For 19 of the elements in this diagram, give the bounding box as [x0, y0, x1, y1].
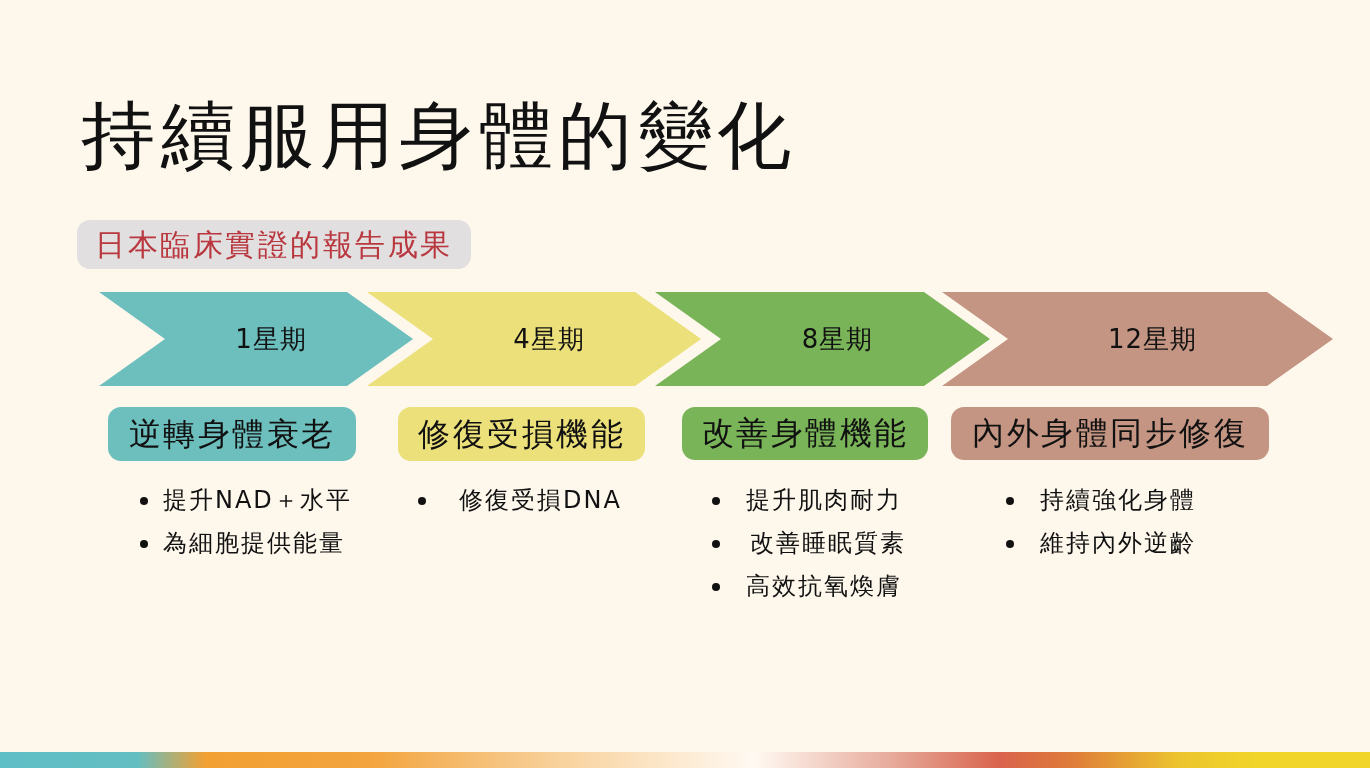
- chevron-banner: 4星期: [367, 292, 701, 386]
- chevron-banner: 8星期: [655, 292, 990, 386]
- title: 持續服用身體的變化: [81, 92, 797, 178]
- subtitle-tag: 日本臨床實證的報告成果: [77, 220, 471, 269]
- list-text: 提升NAD＋水平: [163, 485, 352, 516]
- list-text: 提升肌肉耐力: [746, 485, 902, 516]
- heading-pill: 逆轉身體衰老: [108, 407, 356, 461]
- list-text: 高效抗氧煥膚: [746, 571, 902, 602]
- list-text: 維持內外逆齡: [1040, 528, 1196, 559]
- list-text: 為細胞提供能量: [163, 528, 345, 559]
- chevron-banner: 12星期: [942, 292, 1333, 386]
- list-text: 持續強化身體: [1040, 485, 1196, 516]
- list-text: 修復受損DNA: [459, 485, 622, 516]
- heading-pill: 修復受損機能: [398, 407, 645, 461]
- heading-pill: 改善身體機能: [682, 407, 928, 460]
- gradient-bar: [0, 752, 1370, 768]
- heading-pill: 內外身體同步修復: [951, 407, 1269, 460]
- chevron-banner: 1星期: [99, 292, 413, 386]
- list-text: 改善睡眠質素: [750, 528, 906, 559]
